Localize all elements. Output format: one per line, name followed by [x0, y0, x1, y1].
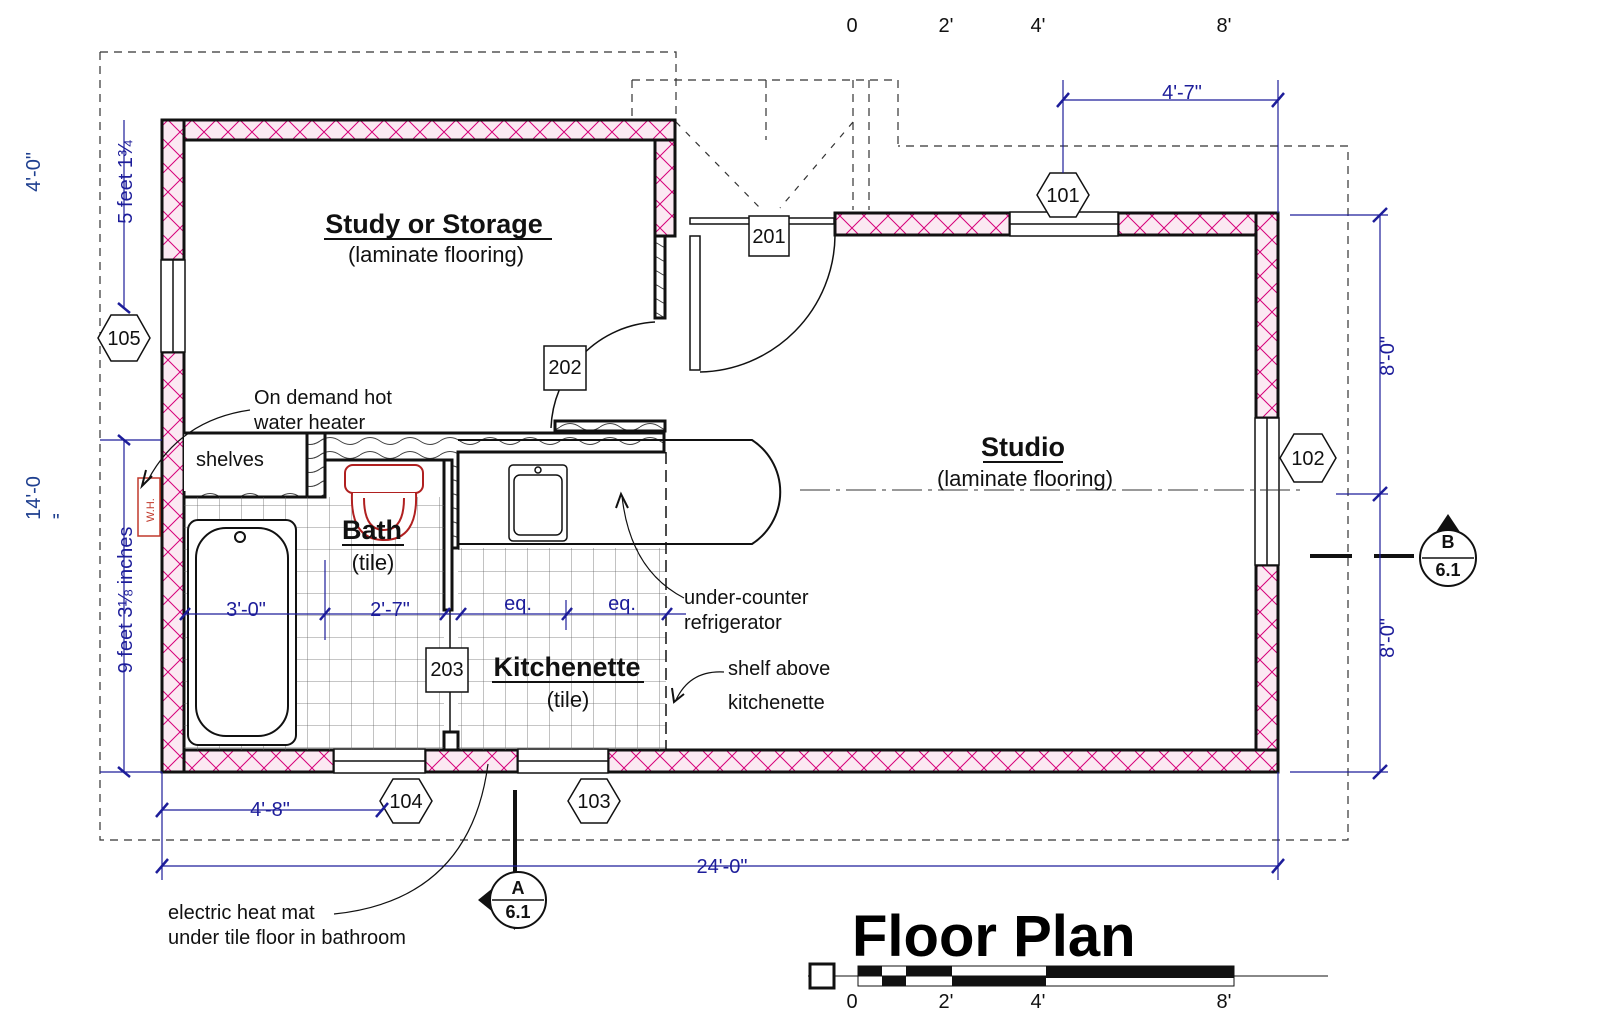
top-scale-2: 2'	[939, 15, 954, 37]
room-studio-floor: (laminate flooring)	[937, 466, 1113, 491]
svg-text:201: 201	[752, 226, 785, 248]
kitchen-sink	[508, 464, 568, 542]
window-tag-105: 105	[97, 314, 151, 362]
kitchen-tile-floor	[458, 548, 666, 750]
svg-text:101: 101	[1046, 185, 1079, 207]
section-marker-b: B 6.1	[1310, 514, 1477, 587]
dim-eq-2: eq.	[608, 593, 636, 615]
toilet	[344, 464, 424, 542]
note-shelf-2: kitchenette	[728, 692, 825, 714]
note-water-heater-2: water heater	[253, 412, 366, 434]
drawing-title: Floor Plan	[852, 904, 1136, 969]
room-bath-floor: (tile)	[352, 550, 395, 575]
svg-text:202: 202	[548, 357, 581, 379]
dim-tub: 3'-0"	[226, 599, 266, 621]
svg-text:6.1: 6.1	[505, 902, 530, 922]
dim-bath-left: 4'-8"	[250, 799, 290, 821]
top-scale-4: 4'	[1031, 15, 1046, 37]
dim-left-overall-tick: "	[52, 511, 59, 533]
svg-text:B: B	[1442, 532, 1455, 552]
window-tag-104: 104	[379, 778, 433, 824]
bottom-scale-4: 4'	[1031, 991, 1046, 1013]
door-tag-203: 203	[425, 647, 469, 693]
section-marker-a: A 6.1	[478, 790, 547, 930]
bottom-scale-2: 2'	[939, 991, 954, 1013]
note-heat-mat-1: electric heat mat	[168, 902, 315, 924]
dim-left-overall: 14'-0	[23, 476, 45, 520]
dim-eq-1: eq.	[504, 593, 532, 615]
dim-bath-floor: 2'-7"	[370, 599, 410, 621]
counter-peninsula	[458, 439, 782, 545]
room-studio-name: Studio	[981, 432, 1065, 462]
windows	[160, 211, 1280, 774]
top-scale-8: 8'	[1217, 15, 1232, 37]
note-fridge-1: under-counter	[684, 587, 809, 609]
dim-overall-width: 24'-0"	[697, 856, 748, 878]
svg-text:102: 102	[1291, 448, 1324, 470]
dimension-lines	[100, 80, 1388, 880]
room-kitchenette-floor: (tile)	[547, 687, 590, 712]
window-tag-103: 103	[567, 778, 621, 824]
svg-text:6.1: 6.1	[1435, 560, 1460, 580]
svg-text:103: 103	[577, 791, 610, 813]
note-heat-mat-2: under tile floor in bathroom	[168, 927, 406, 949]
top-scale-0: 0	[846, 15, 857, 37]
roof-overhang-outline	[99, 51, 1349, 841]
dim-studio-upper: 8'-0"	[1377, 336, 1399, 376]
dim-window-101: 4'-7"	[1162, 82, 1202, 104]
svg-text:203: 203	[430, 659, 463, 681]
door-tag-202: 202	[543, 345, 587, 391]
svg-text:A: A	[512, 878, 525, 898]
note-leaders	[140, 409, 725, 915]
svg-text:104: 104	[389, 791, 422, 813]
note-shelf-1: shelf above	[728, 658, 830, 680]
room-study-floor: (laminate flooring)	[348, 242, 524, 267]
scale-bar	[808, 962, 1328, 990]
dim-bath-side: 9 feet 3⅛ inches	[115, 527, 137, 674]
window-tag-101: 101	[1036, 172, 1090, 218]
exterior-walls	[160, 118, 1280, 774]
dim-left-top: 4'-0"	[23, 152, 45, 192]
bathtub	[187, 519, 297, 746]
bottom-scale-0: 0	[846, 991, 857, 1013]
room-bath-name: Bath	[342, 515, 402, 545]
bottom-scale-8: 8'	[1217, 991, 1232, 1013]
room-study-name: Study or Storage	[325, 209, 543, 239]
dim-study-left: 5 feet 1¾	[115, 140, 137, 224]
note-fridge-2: refrigerator	[684, 612, 782, 634]
water-heater-label: W.H.	[145, 498, 157, 522]
door-tag-201: 201	[748, 215, 790, 257]
shelves-label: shelves	[196, 449, 264, 471]
svg-text:105: 105	[107, 328, 140, 350]
dim-studio-lower: 8'-0"	[1377, 618, 1399, 658]
note-water-heater-1: On demand hot	[254, 387, 392, 409]
window-tag-102: 102	[1279, 433, 1337, 483]
room-kitchenette-name: Kitchenette	[493, 652, 640, 682]
